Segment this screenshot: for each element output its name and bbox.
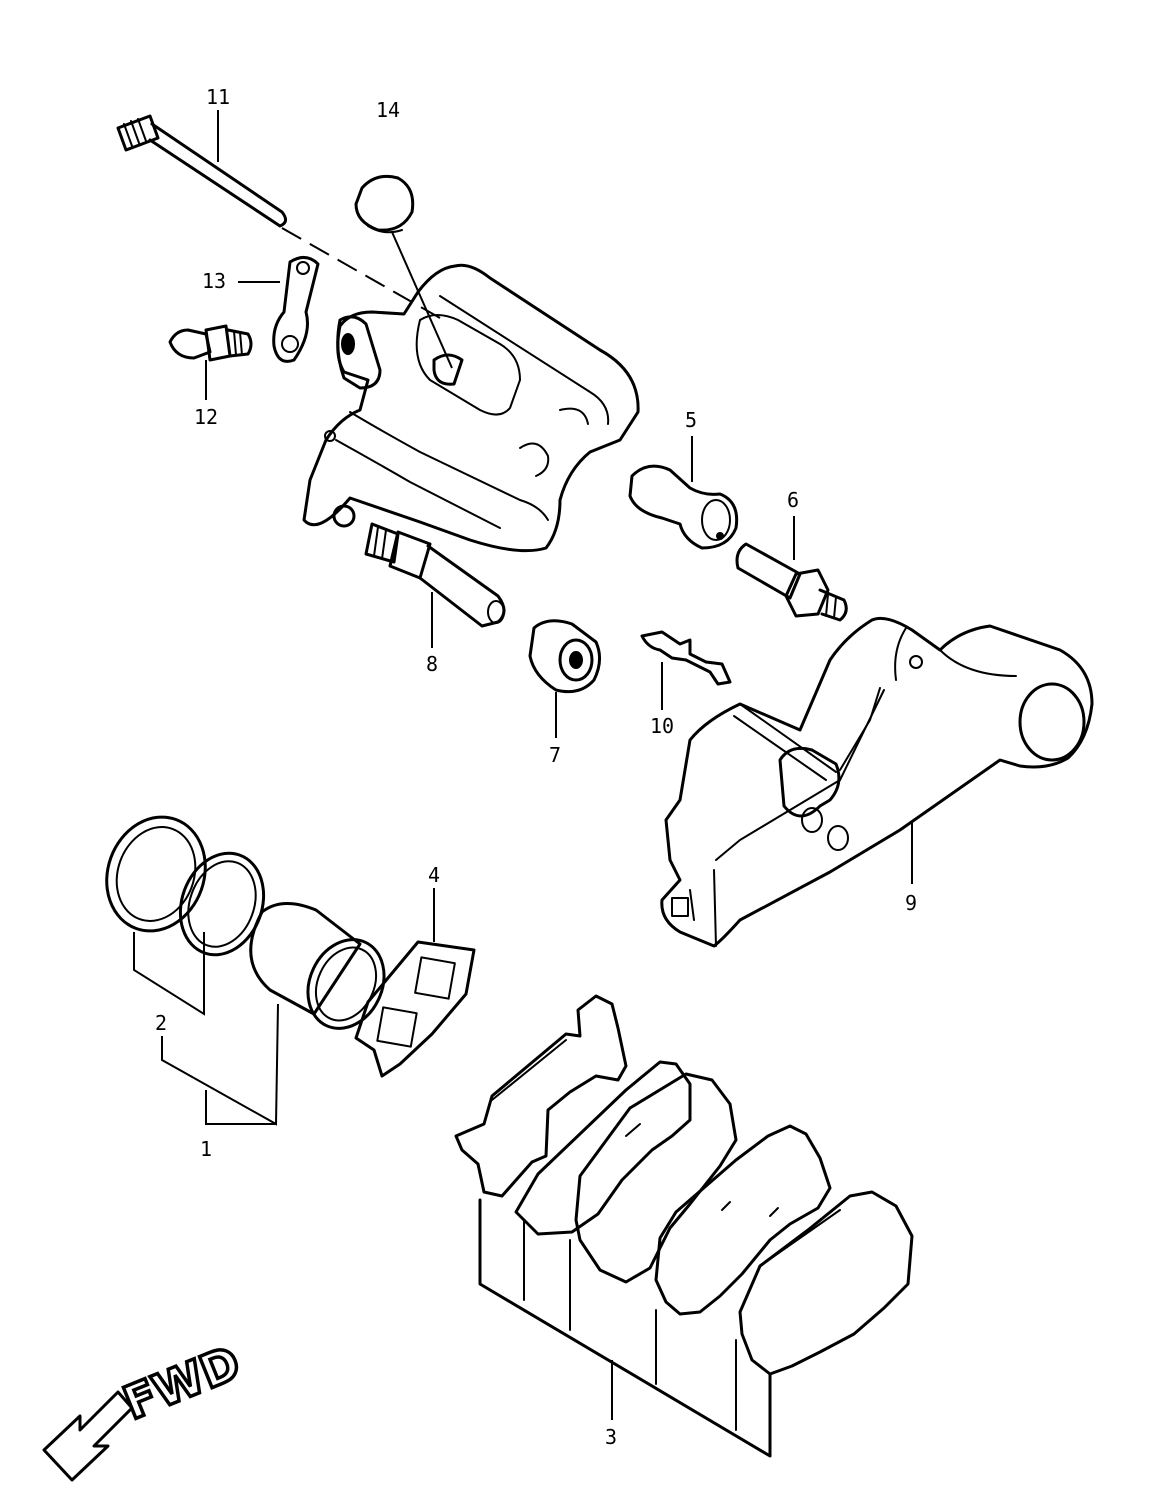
caliper-body: [302, 263, 640, 553]
part-8-slide-pin: [364, 522, 506, 628]
callout-1: 1: [200, 1137, 212, 1161]
callout-14: 14: [376, 98, 400, 122]
left-arrow-icon: [42, 1390, 134, 1482]
part-6-bolt: [735, 542, 848, 622]
callout-9: 9: [905, 891, 917, 915]
callout-11: 11: [206, 85, 230, 109]
part-11-pin: [116, 114, 287, 228]
callout-6: 6: [787, 488, 799, 512]
part-1-piston: [249, 902, 386, 1030]
part-13-bracket: [272, 256, 320, 363]
leader-14: [391, 231, 453, 369]
part-5-boot: [628, 464, 739, 550]
part-4-shim: [354, 940, 476, 1078]
callout-12: 12: [194, 405, 218, 429]
bracket-1: [133, 932, 279, 1126]
part-3-brake-pads: [454, 994, 914, 1458]
callout-4: 4: [428, 863, 440, 887]
callout-13: 13: [202, 269, 226, 293]
callout-3: 3: [605, 1425, 617, 1449]
fwd-label: FWD: [116, 1335, 248, 1430]
part-7-bushing: [528, 619, 601, 694]
callout-5: 5: [685, 408, 697, 432]
part-14-cap: [354, 174, 415, 234]
part-12-bleeder: [168, 324, 253, 362]
part-10-clip: [640, 630, 732, 686]
fwd-indicator: FWD: [42, 1333, 249, 1482]
callout-7: 7: [549, 743, 561, 767]
part-9-caliper-bracket: [660, 616, 1094, 948]
callout-10: 10: [650, 714, 674, 738]
callout-2: 2: [155, 1011, 167, 1035]
part-2-seals: [105, 815, 266, 957]
callout-8: 8: [426, 652, 438, 676]
